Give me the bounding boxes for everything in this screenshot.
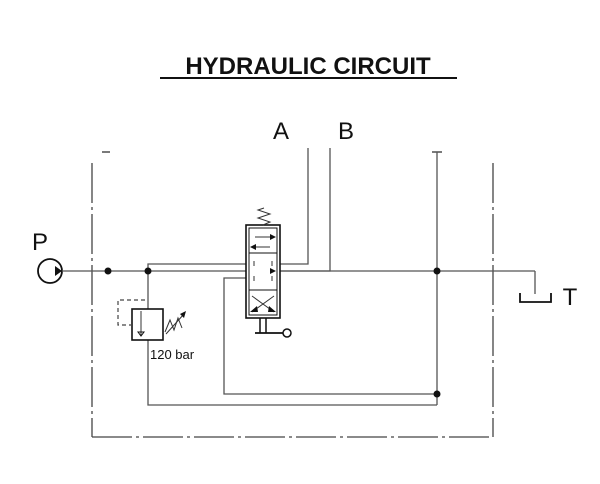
valve-lever [255,318,292,338]
port-b-label: B [338,118,354,145]
directional-control-valve [245,207,281,319]
pressure-relief-valve [117,299,186,341]
tank-symbol [519,293,552,303]
port-t-label: T [563,284,578,311]
relief-valve-setting: 120 bar [150,347,195,362]
junction-dots [104,267,441,398]
port-p-label: P [32,229,48,256]
port-a-label: A [273,118,289,145]
pump-symbol [37,258,63,284]
diagram-title: HYDRAULIC CIRCUIT [185,53,431,80]
hydraulic-lines [62,148,536,406]
